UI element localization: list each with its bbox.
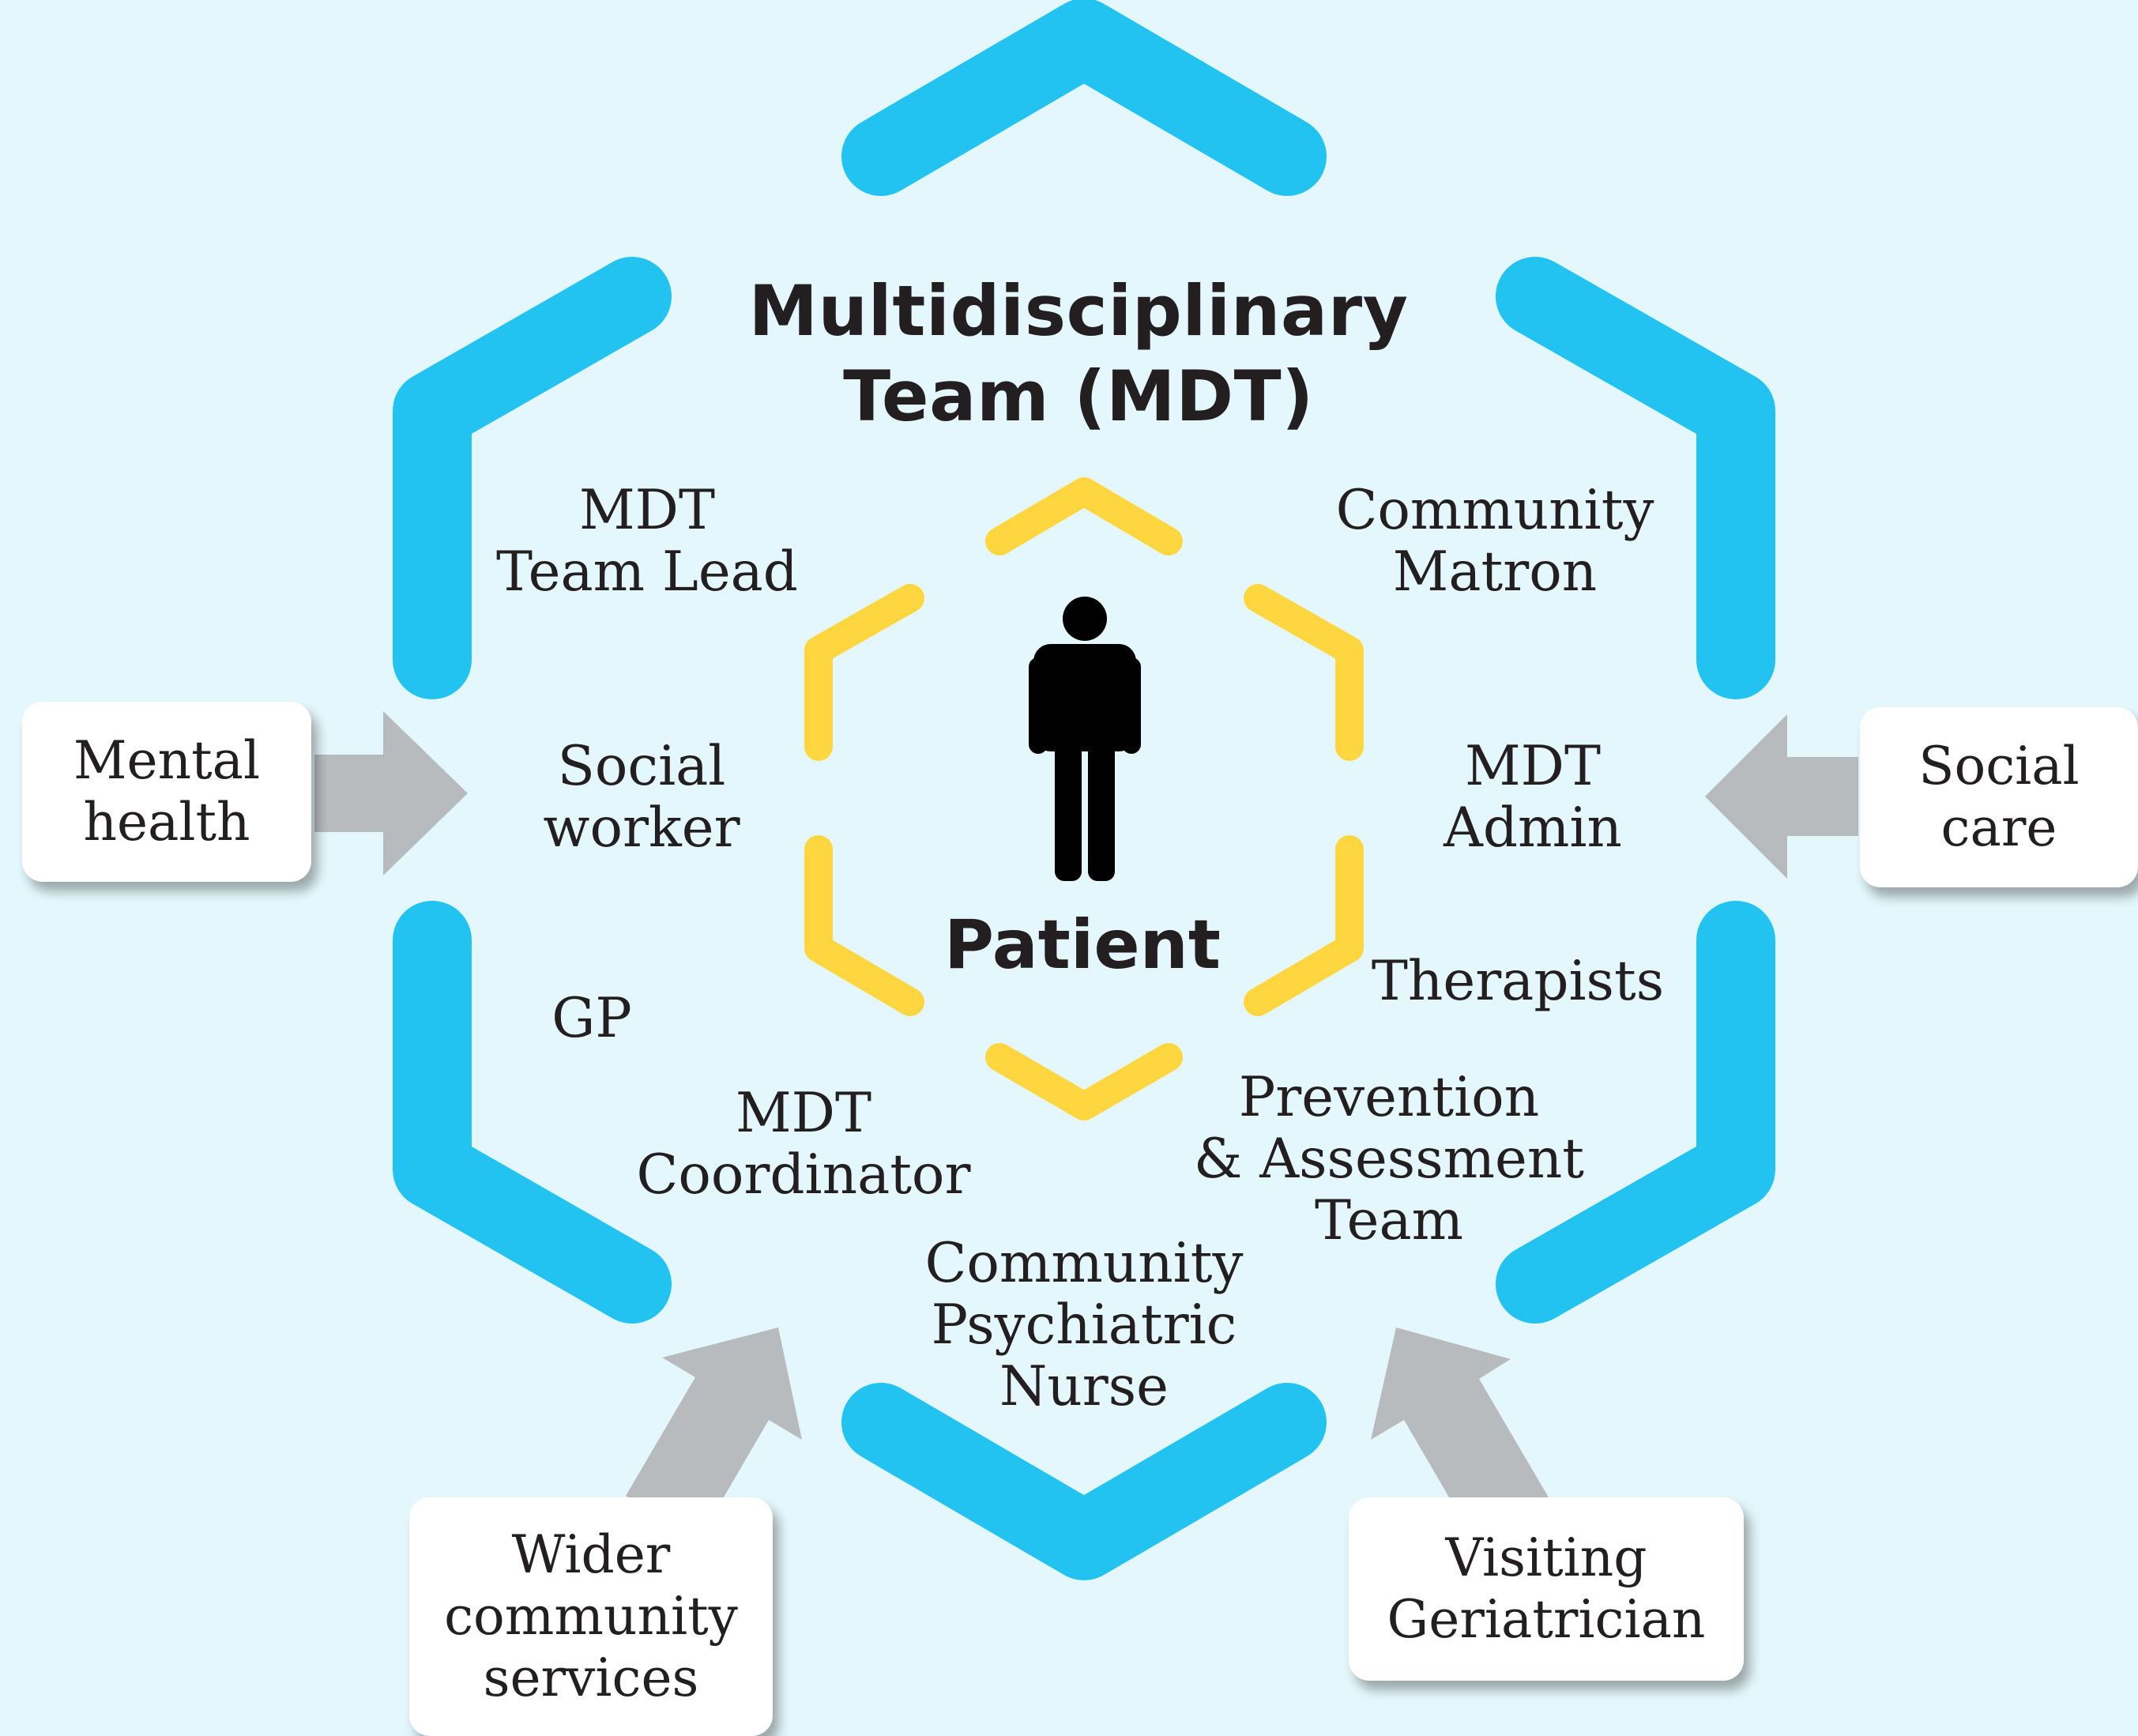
box-wider-community-services: Wider community services [409, 1497, 773, 1736]
label-prevention-assessment-team: Prevention & Assessment Team [1193, 1066, 1585, 1252]
box-visiting-geriatrician: Visiting Geriatrician [1349, 1497, 1744, 1681]
person-silhouette-icon [1029, 597, 1141, 881]
label-mdt-team-lead: MDT Team Lead [496, 479, 798, 604]
label-community-psychiatric-nurse: Community Psychiatric Nurse [924, 1232, 1244, 1418]
inner-hexagon-segment-top [985, 477, 1183, 555]
inner-hexagon-segment-bottom-right [1244, 835, 1364, 1016]
inner-hexagon-segment-bottom [985, 1043, 1183, 1120]
box-social-care: Social care [1860, 707, 2138, 887]
inner-hexagon-segment-top-right [1244, 584, 1364, 761]
outer-hexagon-segment-top-right [1496, 257, 1775, 699]
outer-hexagon-segment-bottom [841, 1383, 1327, 1580]
box-social-care-label: Social care [1918, 736, 2080, 858]
inner-hexagon [804, 477, 1364, 1120]
label-mdt-admin: MDT Admin [1444, 735, 1622, 860]
outer-hexagon-segment-bottom-right [1496, 901, 1775, 1324]
arrow-social-care [1705, 714, 1858, 879]
inner-hexagon-segment-bottom-left [804, 835, 924, 1016]
box-mental-health: Mental health [22, 702, 311, 882]
outer-hexagon-segment-bottom-left [393, 901, 672, 1324]
outer-hexagon-segment-top-left [393, 257, 672, 699]
diagram-title: Multidisciplinary Team (MDT) [748, 270, 1409, 437]
label-community-matron: Community Matron [1335, 479, 1654, 604]
arrow-wider-community-services [626, 1327, 802, 1539]
arrows [314, 711, 1858, 1539]
arrow-mental-health [314, 711, 468, 876]
label-mdt-coordinator: MDT Coordinator [636, 1082, 971, 1207]
label-social-worker: Social worker [543, 735, 740, 860]
label-therapists: Therapists [1371, 950, 1665, 1013]
patient-label: Patient [943, 906, 1221, 985]
outer-hexagon-segment-top [841, 0, 1327, 196]
arrow-visiting-geriatrician [1371, 1327, 1549, 1539]
outer-hexagon [393, 0, 1775, 1580]
box-visiting-geriatrician-label: Visiting Geriatrician [1387, 1527, 1706, 1650]
box-wider-community-services-label: Wider community services [444, 1524, 738, 1708]
label-gp: GP [551, 987, 632, 1050]
box-mental-health-label: Mental health [73, 730, 261, 853]
inner-hexagon-segment-top-left [804, 584, 924, 761]
